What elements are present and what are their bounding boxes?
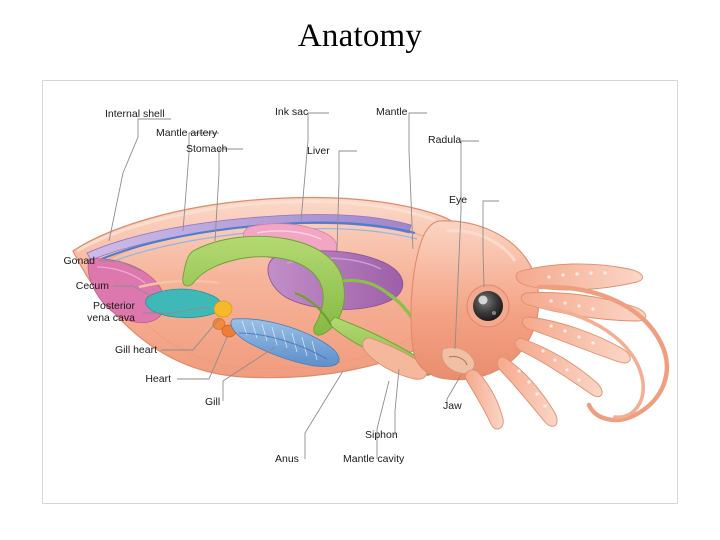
label-gonad: Gonad <box>63 255 95 267</box>
label-internal-shell: Internal shell <box>105 108 165 120</box>
diagram-frame: Internal shell Mantle artery Stomach Ink… <box>42 80 678 504</box>
label-eye: Eye <box>449 194 468 206</box>
label-stomach: Stomach <box>186 143 228 155</box>
label-posterior-vena-cava: Posterior vena cava <box>87 300 135 324</box>
label-anus: Anus <box>275 453 299 465</box>
leader-lines <box>99 112 499 459</box>
squid-anatomy-illustration <box>72 112 670 459</box>
label-radula: Radula <box>428 134 462 146</box>
label-liver: Liver <box>307 145 330 157</box>
label-gill: Gill <box>205 396 221 408</box>
page-title: Anatomy <box>297 18 423 54</box>
label-jaw: Jaw <box>443 400 462 412</box>
gonad-organ <box>87 258 166 323</box>
label-mantle-artery: Mantle artery <box>156 127 218 139</box>
label-heart: Heart <box>145 373 171 385</box>
gill-heart-organ <box>212 300 233 330</box>
label-cecum: Cecum <box>75 280 109 292</box>
eye-organ <box>466 284 510 328</box>
label-mantle: Mantle <box>376 106 408 118</box>
posterior-vena-cava-organ <box>138 279 220 289</box>
label-ink-sac: Ink sac <box>275 106 309 118</box>
label-siphon: Siphon <box>365 429 398 441</box>
label-mantle-cavity: Mantle cavity <box>343 453 405 465</box>
label-gill-heart: Gill heart <box>114 344 157 356</box>
gill-organ <box>230 318 340 367</box>
siphon-organ <box>362 337 428 380</box>
arms-and-tentacles <box>465 263 670 430</box>
